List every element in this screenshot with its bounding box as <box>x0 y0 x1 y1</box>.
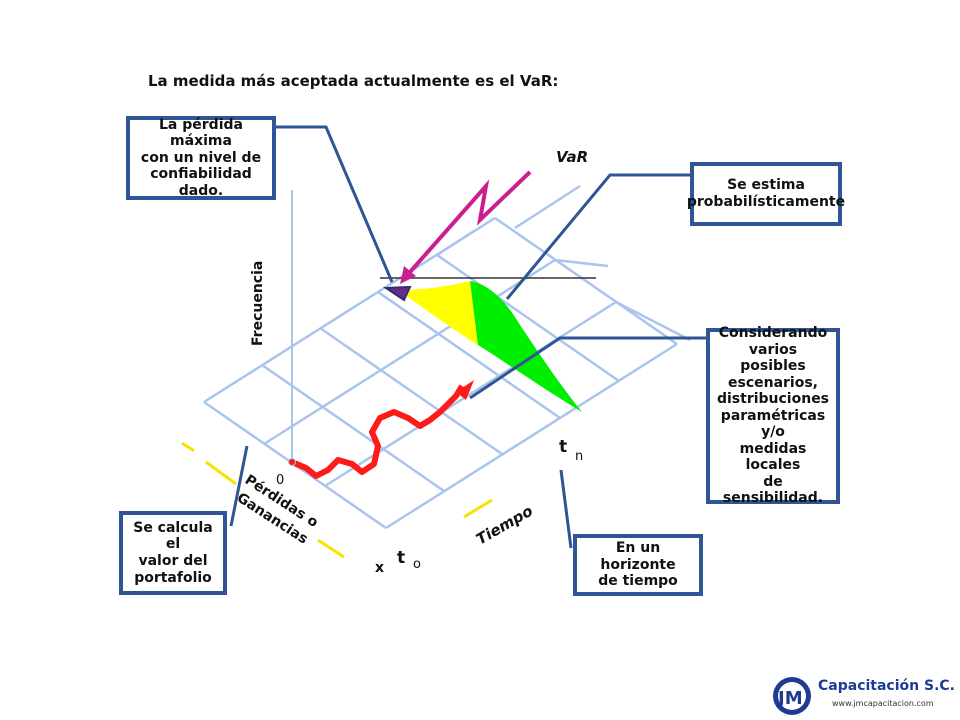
distribution-yellow-tail <box>398 281 478 345</box>
origin-dot <box>288 458 296 466</box>
pl-axis-markers <box>181 441 493 559</box>
distribution-green-tail <box>470 281 582 412</box>
var-label: VaR <box>556 148 588 166</box>
var-arrow <box>408 170 532 274</box>
t0-label: t <box>397 548 405 568</box>
logo-initials: JM <box>776 688 803 709</box>
callout-horizon: En un horizonte de tiempo <box>573 534 703 596</box>
callout-portfolio: Se calcula el valor del portafolio <box>119 511 227 595</box>
company-logo: JM Capacitación S.C. www.jmcapacitacion.… <box>770 672 960 720</box>
logo-company-name: Capacitación S.C. <box>818 678 955 694</box>
origin-label: 0 <box>276 473 284 488</box>
logo-url: www.jmcapacitacion.com <box>832 699 934 708</box>
var-arrow-head <box>400 266 416 284</box>
tn-subscript: n <box>575 449 583 464</box>
time-axis-label: Tiempo <box>473 502 536 549</box>
callout-connectors <box>229 125 706 549</box>
portfolio-path <box>290 384 465 479</box>
callout-probabilistic: Se estima probabilísticamente <box>687 162 845 226</box>
grid <box>203 184 691 530</box>
portfolio-path-arrowhead <box>456 380 474 400</box>
x-label: x <box>375 560 384 576</box>
t0-subscript: o <box>413 557 421 572</box>
page-heading: La medida más aceptada actualmente es el… <box>148 72 559 90</box>
tn-label: t <box>559 437 567 457</box>
frequency-axis-label: Frecuencia <box>250 261 266 346</box>
jm-logo-icon: JM <box>773 677 811 715</box>
callout-scenarios: Considerando varios posibles escenarios,… <box>706 325 840 506</box>
var-marker <box>382 285 412 302</box>
callout-max-loss: La pérdida máxima con un nivel de confia… <box>126 116 276 200</box>
